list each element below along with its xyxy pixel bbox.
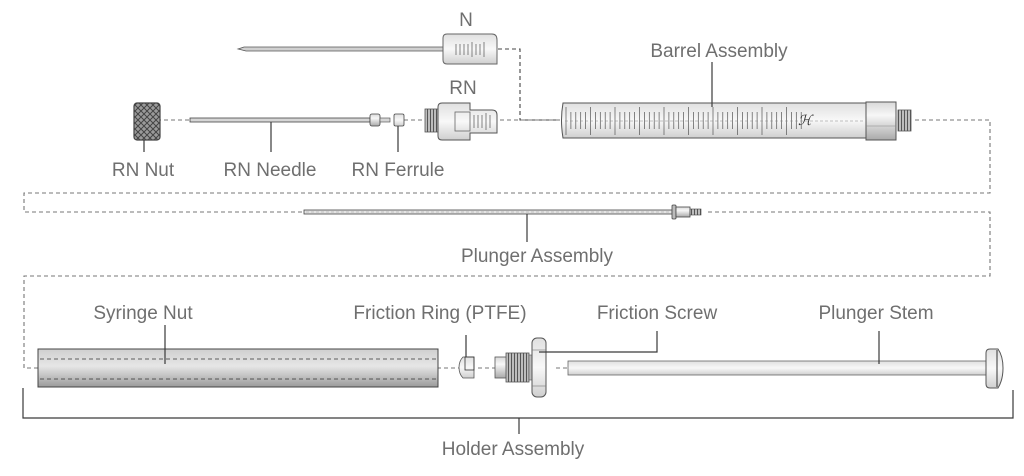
label-rn-ferrule: RN Ferrule bbox=[352, 160, 445, 181]
label-plunger-assembly: Plunger Assembly bbox=[461, 246, 614, 267]
label-plunger-stem: Plunger Stem bbox=[818, 303, 933, 324]
barrel-logo: ℋ bbox=[798, 113, 814, 129]
barrel-assembly: ℋ bbox=[561, 101, 912, 141]
leader-friction-screw bbox=[539, 331, 658, 353]
rn-hub bbox=[424, 102, 498, 141]
syringe-nut bbox=[37, 348, 439, 388]
assembly-guide-lines bbox=[23, 48, 991, 369]
plunger-assembly bbox=[303, 204, 702, 220]
friction-ring bbox=[458, 356, 475, 379]
friction-screw bbox=[494, 337, 547, 398]
rn-nut bbox=[133, 102, 161, 141]
plunger-stem bbox=[567, 348, 1004, 389]
label-n: N bbox=[459, 10, 473, 31]
label-holder-assembly: Holder Assembly bbox=[442, 439, 585, 460]
label-rn: RN bbox=[449, 78, 476, 99]
label-friction-screw: Friction Screw bbox=[597, 303, 718, 324]
label-rn-nut: RN Nut bbox=[112, 160, 175, 181]
rn-needle bbox=[189, 113, 391, 127]
n-needle-hub bbox=[442, 33, 498, 65]
label-barrel-assembly: Barrel Assembly bbox=[650, 41, 788, 62]
label-syringe-nut: Syringe Nut bbox=[93, 303, 193, 324]
label-friction-ring: Friction Ring (PTFE) bbox=[353, 303, 526, 324]
n-needle bbox=[236, 33, 498, 65]
barrel-graduations bbox=[565, 107, 802, 135]
holder-assembly-bracket bbox=[22, 388, 1014, 419]
rn-ferrule bbox=[393, 113, 405, 127]
label-rn-needle: RN Needle bbox=[224, 160, 317, 181]
